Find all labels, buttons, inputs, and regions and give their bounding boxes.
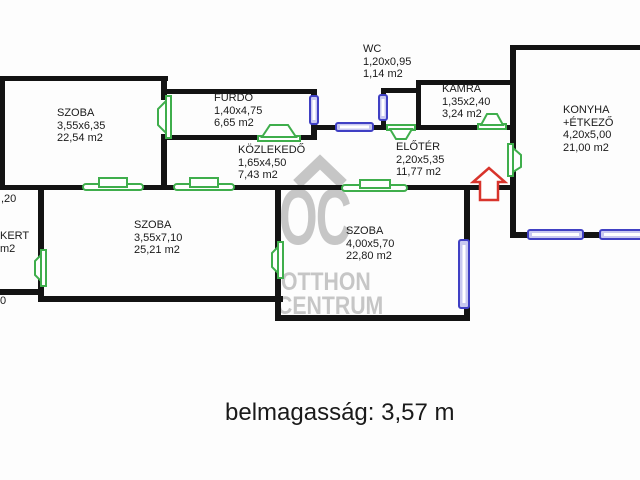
door-icon — [257, 122, 301, 142]
room-name: SZOBA — [57, 107, 95, 119]
room-area: 21,00 m2 — [563, 141, 609, 154]
room-dim: 1,40x4,75 — [214, 104, 263, 117]
room-area: 1,14 m2 — [363, 68, 403, 80]
door-opening-icon — [82, 177, 144, 191]
kert-dim-fragment: ,20 — [1, 193, 17, 205]
door-opening-icon — [341, 179, 408, 192]
kert-name-fragment: KERT — [0, 230, 30, 242]
wall-kamra-top — [416, 80, 516, 85]
window-icon — [309, 95, 319, 125]
wall-kamra-left — [416, 80, 421, 130]
room-area: 11,77 m2 — [396, 166, 442, 178]
door-icon — [269, 241, 285, 279]
room-dim: 4,00x5,70 — [346, 237, 395, 250]
watermark-centrum-text: CENTRUM — [277, 292, 384, 320]
wall-szoba2-bottom — [38, 296, 283, 302]
room-label-wc: WC 1,20x0,95 1,14 m2 — [363, 43, 411, 81]
room-label-konyha: KONYHA +ÉTKEZŐ 4,20x5,00 21,00 m2 — [563, 104, 613, 154]
door-icon — [386, 124, 416, 142]
watermark-roof-icon — [292, 154, 348, 188]
room-label-furdo: FÜRDŐ 1,40x4,75 6,65 m2 — [214, 92, 262, 130]
wall-konyha-top — [510, 45, 640, 50]
wall-main-horizontal — [0, 185, 516, 190]
wall-szoba1-left — [0, 76, 5, 190]
window-icon — [335, 122, 374, 132]
room-area: 25,21 m2 — [134, 244, 180, 256]
room-label-kozlekedo: KÖZLEKEDŐ 1,65x4,50 7,43 m2 — [238, 144, 305, 182]
room-label-szoba3: SZOBA 4,00x5,70 22,80 m2 — [346, 225, 394, 263]
room-name: ELŐTÉR — [396, 141, 441, 153]
room-dim: 3,55x7,10 — [134, 231, 183, 244]
room-dim: 2,20x5,35 — [396, 153, 445, 166]
room-label-szoba2: SZOBA 3,55x7,10 25,21 m2 — [134, 219, 182, 257]
room-name: SZOBA — [346, 225, 384, 237]
room-dim: 1,65x4,50 — [238, 156, 287, 169]
room-dim: 4,20x5,00 — [563, 129, 612, 141]
room-label-eloter: ELŐTÉR 2,20x5,35 11,77 m2 — [396, 141, 444, 179]
room-label-kamra: KAMRA 1,35x2,40 3,24 m2 — [442, 83, 490, 121]
wall-konyha-left — [510, 45, 516, 238]
room-name: KÖZLEKEDŐ — [238, 144, 306, 156]
room-area: 3,24 m2 — [442, 108, 482, 120]
door-opening-icon — [173, 177, 235, 191]
room-name: WC — [363, 43, 382, 55]
window-icon — [458, 239, 470, 309]
room-name: KAMRA — [442, 83, 482, 95]
door-icon — [155, 95, 173, 139]
room-area: 22,54 m2 — [57, 132, 103, 144]
door-icon — [477, 110, 507, 130]
wall-furdo-top — [161, 89, 317, 94]
room-area: 7,43 m2 — [238, 169, 278, 181]
ceiling-height-caption: belmagasság: 3,57 m — [225, 399, 455, 426]
room-dim: 1,35x2,40 — [442, 95, 491, 108]
window-icon — [599, 229, 640, 240]
wall-kert-bottom — [0, 289, 44, 295]
kert-area-fragment: m2 — [0, 243, 16, 255]
wall-kert-right — [38, 188, 44, 296]
wall-szoba1-top — [0, 76, 168, 81]
room-name2: +ÉTKEZŐ — [563, 116, 614, 129]
room-label-szoba1: SZOBA 3,55x6,35 22,54 m2 — [57, 107, 105, 145]
window-icon — [527, 229, 584, 240]
kert-other-fragment: 0 — [0, 295, 7, 307]
wall-wc-top — [381, 88, 420, 93]
room-name: KONYHA — [563, 104, 610, 116]
door-icon — [32, 249, 48, 287]
room-area: 6,65 m2 — [214, 117, 254, 129]
watermark-otthon-text: OTTHON — [281, 268, 371, 296]
window-icon — [378, 94, 388, 121]
door-icon — [506, 143, 524, 177]
wall-szoba1-right-upper — [161, 76, 167, 100]
room-dim: 1,20x0,95 — [363, 55, 412, 68]
wall-furdo-bottom — [161, 135, 313, 140]
room-area: 22,80 m2 — [346, 250, 392, 262]
room-dim: 3,55x6,35 — [57, 119, 106, 132]
room-name: FÜRDŐ — [214, 92, 254, 104]
entrance-arrow-icon — [469, 165, 509, 203]
room-name: SZOBA — [134, 219, 172, 231]
wall-szoba1-right-lower — [161, 134, 167, 190]
wall-szoba3-bottom — [275, 315, 470, 321]
